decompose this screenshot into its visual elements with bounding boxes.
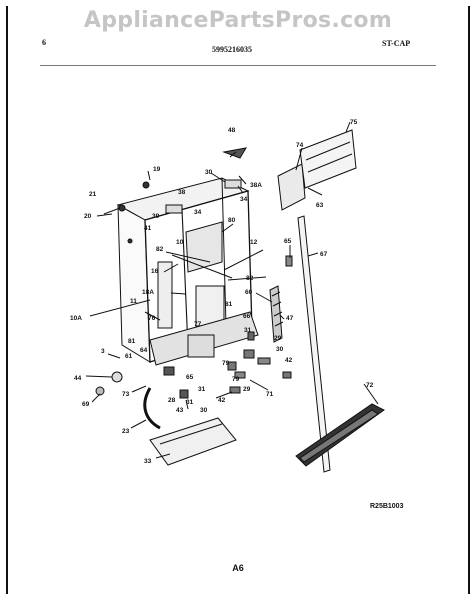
callout-74: 74 [296, 142, 304, 149]
callout-33: 33 [144, 458, 152, 465]
callout-72: 72 [366, 382, 374, 389]
callout-81-right: 81 [225, 301, 233, 308]
model-code: ST-CAP [382, 39, 411, 48]
callout-31-lower: 31 [186, 399, 194, 406]
callout-23: 23 [122, 428, 130, 435]
callout-80: 80 [228, 217, 236, 224]
callout-30-right: 30 [276, 346, 284, 353]
callout-20: 20 [84, 213, 92, 220]
watermark-logo: AppliancePartsPros.com [83, 8, 393, 33]
callout-34-right: 34 [240, 196, 248, 203]
callout-39: 39 [152, 213, 160, 220]
callout-16: 16 [151, 268, 159, 275]
callout-76: 76 [148, 315, 156, 322]
callout-42-lower: 42 [218, 397, 226, 404]
part-74-panel [277, 163, 306, 211]
callout-30-lower: 30 [200, 407, 208, 414]
callout-30-top: 30 [205, 169, 213, 176]
callout-18a: 18A [142, 289, 154, 296]
callout-28: 28 [168, 397, 176, 404]
callout-66: 66 [243, 313, 251, 320]
part-23-tube [143, 387, 161, 430]
part-75-panel [299, 129, 357, 189]
callout-48: 48 [228, 127, 236, 134]
callout-73: 73 [122, 391, 130, 398]
callout-79-lower: 79 [232, 376, 240, 383]
callout-29-lower: 29 [243, 386, 251, 393]
part-33-drain-pan [149, 417, 237, 466]
callout-34: 34 [194, 209, 202, 216]
callout-29-upper: 29 [274, 335, 282, 342]
callout-labels: 48 75 74 19 30 38A 21 38 34 63 20 39 34 … [70, 119, 374, 465]
page-number-top: 6 [42, 38, 46, 47]
callout-64: 64 [140, 347, 148, 354]
callout-65: 65 [284, 238, 292, 245]
callout-38a: 38A [250, 182, 262, 189]
callout-3: 3 [101, 348, 105, 355]
callout-19: 19 [153, 166, 161, 173]
callout-65-lower: 65 [186, 374, 194, 381]
callout-38: 38 [178, 189, 186, 196]
page-frame [6, 6, 470, 594]
callout-82-right: 82 [246, 275, 254, 282]
callout-41: 41 [144, 225, 152, 232]
callout-31-mid: 31 [198, 386, 206, 393]
callout-43: 43 [176, 407, 184, 414]
callout-75: 75 [350, 119, 358, 126]
callout-10: 10 [176, 239, 184, 246]
callout-12: 12 [250, 239, 258, 246]
callout-82-left: 82 [156, 246, 164, 253]
callout-44: 44 [74, 375, 82, 382]
callout-67: 67 [320, 251, 328, 258]
diagram-code: R25B1003 [370, 503, 404, 510]
part-67-trim [297, 215, 331, 473]
callout-79-upper: 79 [222, 360, 230, 367]
callout-10a: 10A [70, 315, 82, 322]
callout-42-right: 42 [285, 357, 293, 364]
callout-21: 21 [89, 191, 97, 198]
callout-11: 11 [130, 298, 137, 305]
callout-63: 63 [316, 202, 324, 209]
part-47-strip [269, 285, 283, 343]
header-rule [40, 65, 436, 66]
callout-81-left: 81 [128, 338, 136, 345]
callout-69: 69 [82, 401, 90, 408]
callout-77: 77 [194, 321, 202, 328]
callout-60: 60 [245, 289, 253, 296]
callout-71: 71 [266, 391, 274, 398]
page-section-label: A6 [232, 563, 244, 573]
control-panel [185, 221, 223, 273]
callout-47: 47 [286, 315, 294, 322]
part-number: 5995216035 [212, 45, 252, 54]
callout-31-upper: 31 [244, 327, 252, 334]
callout-61: 61 [125, 353, 133, 360]
